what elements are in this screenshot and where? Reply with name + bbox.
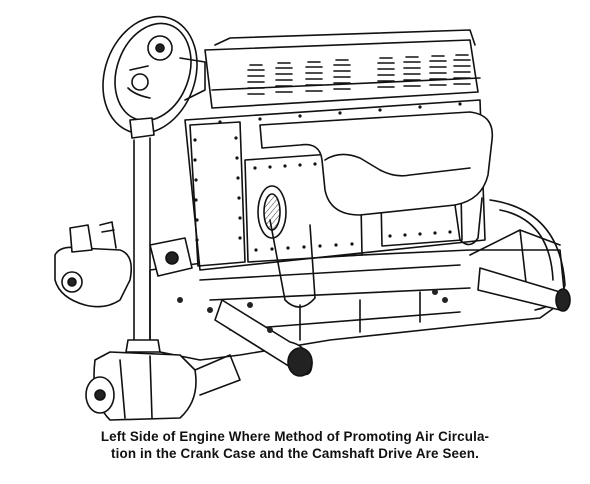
vertical-shaft	[125, 117, 161, 353]
camshaft-gear-case	[102, 15, 206, 135]
figure-caption: Left Side of Engine Where Method of Prom…	[0, 428, 590, 462]
air-pipes	[214, 267, 571, 377]
case-bolts	[177, 289, 448, 333]
front-pulley-housing	[85, 351, 241, 421]
engine-illustration	[54, 15, 571, 421]
valve-springs	[204, 29, 481, 109]
manifold-pipes	[259, 111, 494, 308]
caption-line-1: Left Side of Engine Where Method of Prom…	[100, 429, 490, 444]
magneto-assembly	[54, 221, 193, 308]
caption-line-2: tion in the Crank Case and the Camshaft …	[111, 446, 479, 461]
